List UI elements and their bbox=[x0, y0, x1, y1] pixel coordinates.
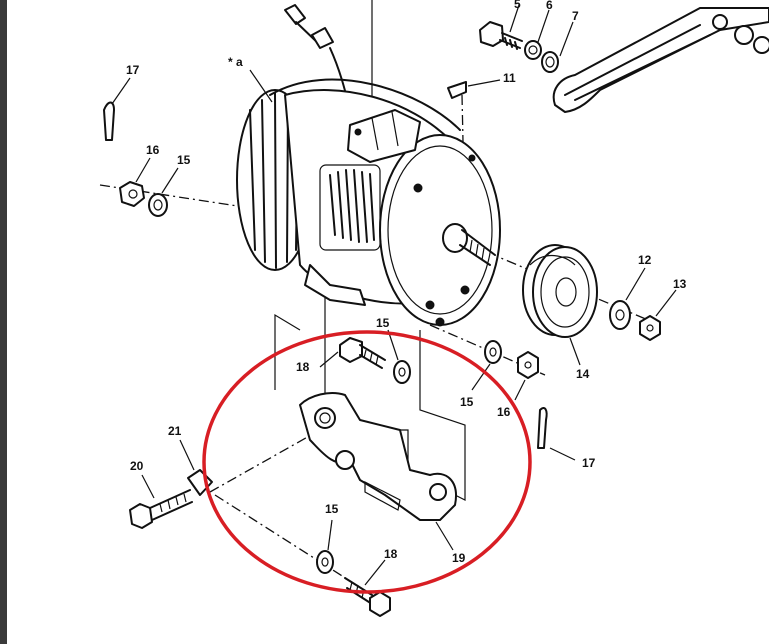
callout-18-lower: 18 bbox=[384, 547, 398, 561]
callout-16-upper: 16 bbox=[146, 143, 160, 157]
callout-11: 11 bbox=[503, 71, 516, 85]
callout-19: 19 bbox=[452, 551, 466, 565]
wire-harness bbox=[284, 0, 373, 119]
callout-17-lower: 17 bbox=[582, 456, 596, 470]
callout-18-upper: 18 bbox=[296, 360, 310, 374]
viewer-edge bbox=[0, 0, 7, 644]
callout-20: 20 bbox=[130, 459, 144, 473]
leader-lines bbox=[111, 4, 677, 586]
highlight-circle bbox=[202, 330, 532, 594]
bracket-hardware bbox=[129, 337, 548, 617]
callout-12: 12 bbox=[638, 253, 652, 267]
callout-13: 13 bbox=[673, 277, 687, 291]
callout-14: 14 bbox=[576, 367, 590, 381]
alternator-body bbox=[236, 78, 501, 327]
callout-a: * a bbox=[228, 55, 243, 69]
adjusting-arm bbox=[552, 7, 769, 113]
callout-15-upper: 15 bbox=[177, 153, 191, 167]
callout-7: 7 bbox=[572, 9, 579, 23]
cooling-vents bbox=[319, 164, 381, 251]
callouts: 5 6 7 11 17 16 15 * a 12 13 14 15 18 15 … bbox=[126, 0, 687, 565]
pulley-assembly bbox=[522, 244, 661, 341]
callout-5: 5 bbox=[514, 0, 521, 11]
mounting-bracket bbox=[299, 392, 457, 521]
callout-17-upper: 17 bbox=[126, 63, 140, 77]
left-fasteners bbox=[103, 81, 467, 217]
callout-21: 21 bbox=[168, 424, 182, 438]
callout-15-mid: 15 bbox=[376, 316, 390, 330]
top-bolt-assembly bbox=[479, 21, 559, 73]
callout-15-lower: 15 bbox=[325, 502, 339, 516]
callout-16-right: 16 bbox=[497, 405, 511, 419]
callout-15-right: 15 bbox=[460, 395, 474, 409]
callout-6: 6 bbox=[546, 0, 553, 12]
